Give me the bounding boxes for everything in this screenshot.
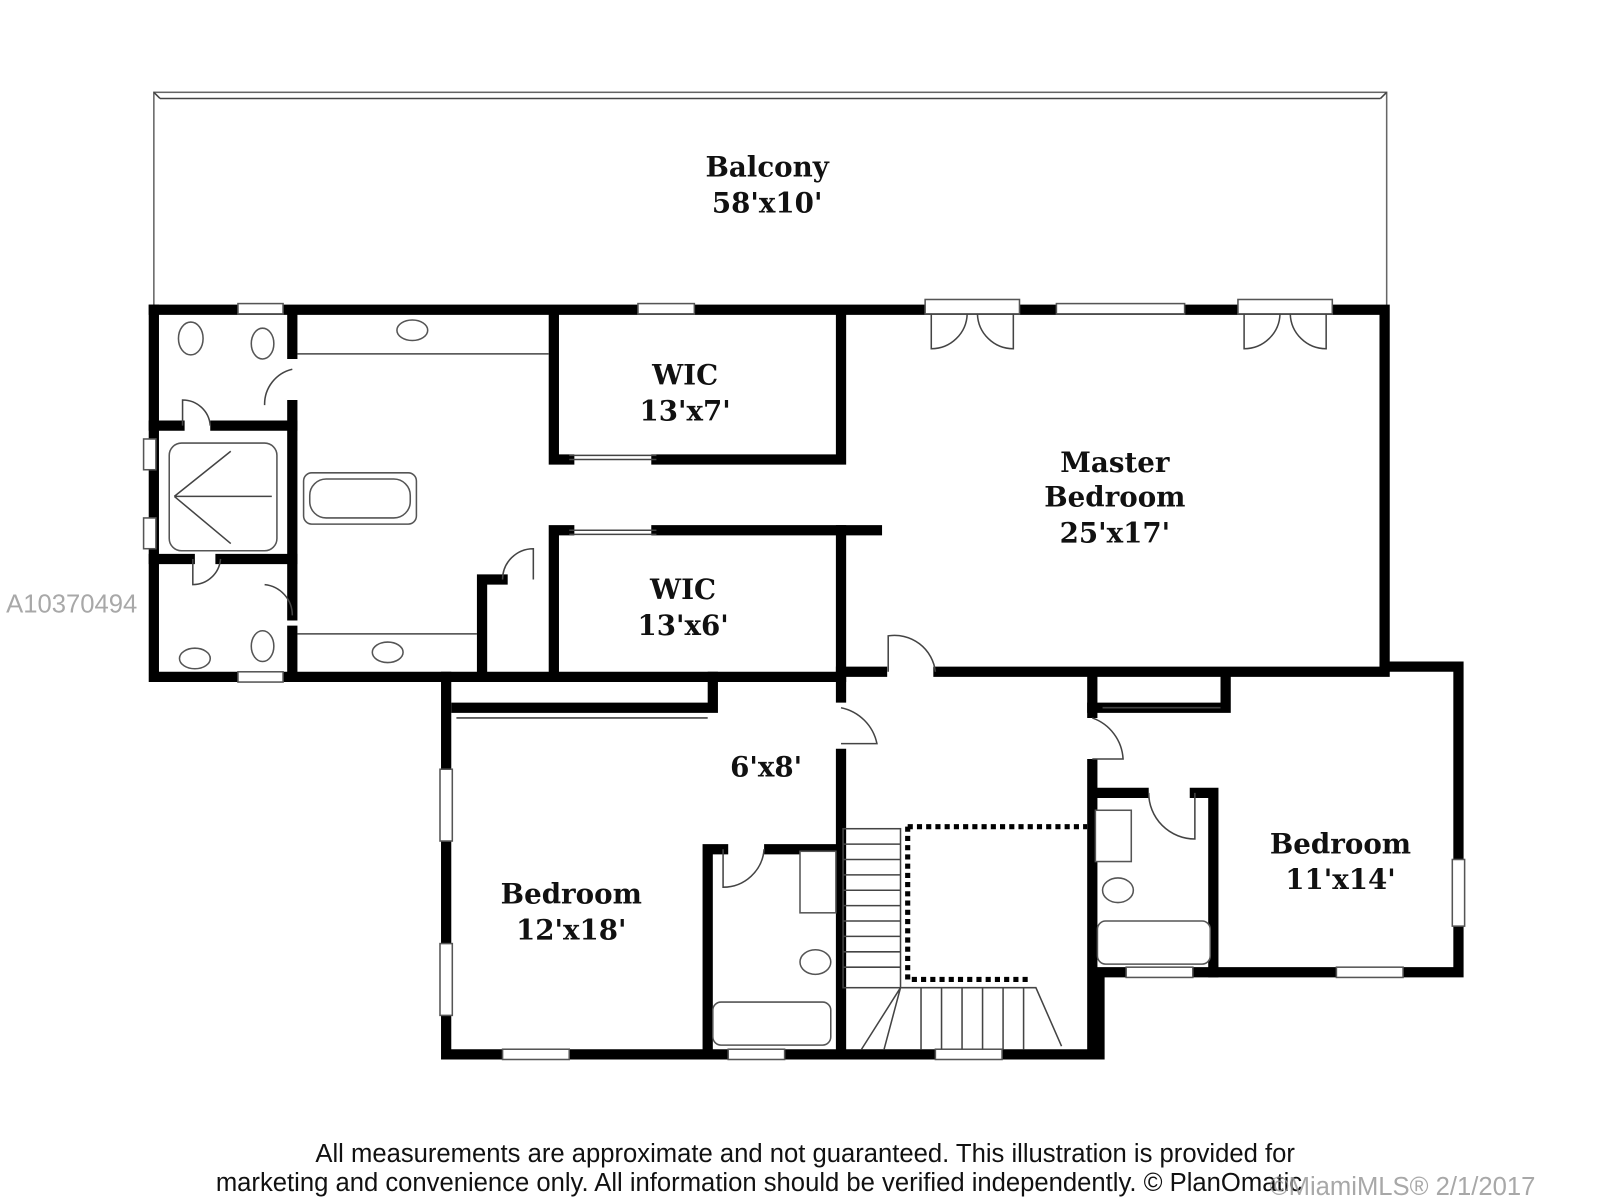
wic-lower-label: WIC bbox=[649, 573, 716, 606]
bedroom-left-label: Bedroom bbox=[501, 878, 642, 911]
wic-upper-size: 13'x7' bbox=[639, 395, 730, 428]
doors bbox=[181, 298, 1334, 888]
bedroom-left-size: 12'x18' bbox=[516, 913, 627, 946]
walls bbox=[148, 304, 1464, 1060]
staircase bbox=[842, 824, 1088, 1050]
disclaimer-line-2: marketing and convenience only. All info… bbox=[216, 1169, 1302, 1197]
copyright-watermark: ©MiamiMLS® 2/1/2017 bbox=[1270, 1173, 1536, 1200]
wic-lower-size: 13'x6' bbox=[637, 609, 728, 642]
closet-size: 6'x8' bbox=[730, 750, 802, 783]
master-bedroom-size: 25'x17' bbox=[1060, 517, 1171, 550]
master-bedroom-label-2: Bedroom bbox=[1044, 481, 1185, 514]
master-bedroom-label-1: Master bbox=[1060, 446, 1170, 479]
balcony-size: 58'x10' bbox=[712, 186, 823, 219]
listing-id-watermark: A10370494 bbox=[6, 590, 137, 618]
balcony-label: Balcony bbox=[705, 150, 829, 183]
disclaimer-line-1: All measurements are approximate and not… bbox=[315, 1140, 1295, 1168]
windows bbox=[142, 302, 1466, 1061]
bedroom-right-size: 11'x14' bbox=[1285, 863, 1396, 896]
bedroom-right-label: Bedroom bbox=[1270, 827, 1411, 860]
wic-upper-label: WIC bbox=[651, 359, 718, 392]
bathroom-fixtures bbox=[168, 319, 1212, 1046]
